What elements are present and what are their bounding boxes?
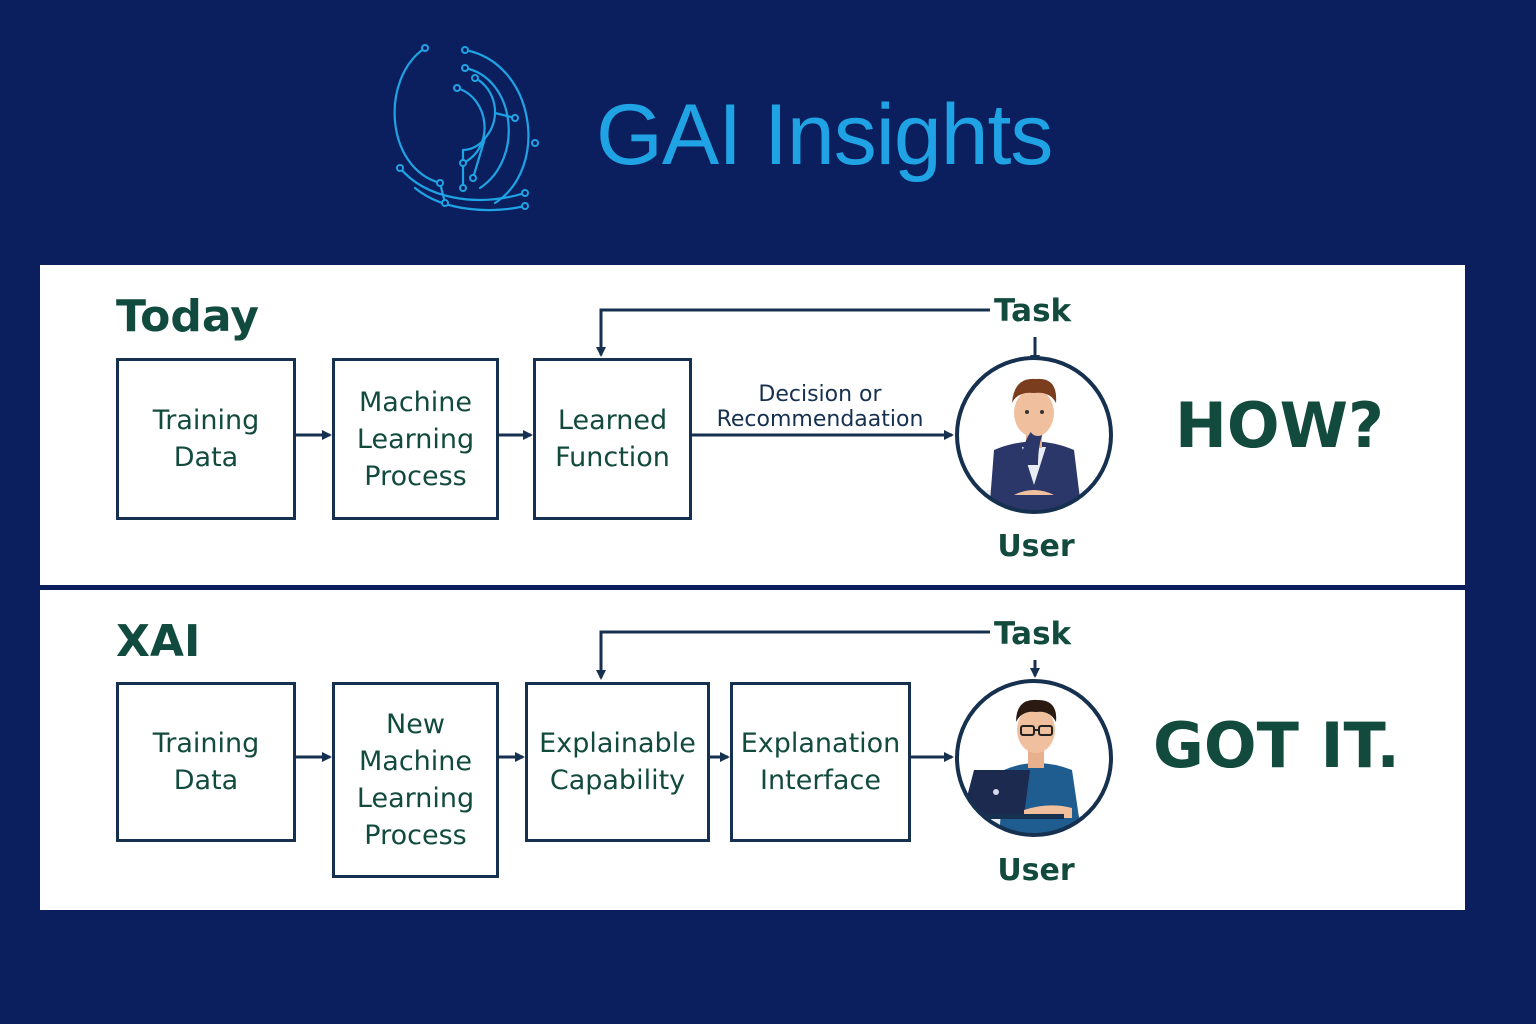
user-label-today: User xyxy=(997,529,1075,564)
panel-title-today: Today xyxy=(116,291,259,342)
user-label-xai: User xyxy=(997,853,1075,888)
verdict-xai: GOT IT. xyxy=(1153,709,1400,782)
box-learned-function: Learned Function xyxy=(533,358,692,520)
brand-header: GAI Insights xyxy=(0,0,1536,240)
box-machine-learning-process: Machine Learning Process xyxy=(332,358,499,520)
task-label-xai: Task xyxy=(994,616,1072,652)
today-connectors xyxy=(296,308,1040,440)
task-label-today: Task xyxy=(994,293,1072,329)
box-training-data: Training Data xyxy=(116,358,296,520)
verdict-today: HOW? xyxy=(1175,389,1384,462)
box-training-data: Training Data xyxy=(116,682,296,842)
box-explainable-capability: Explainable Capability xyxy=(525,682,710,842)
box-explanation-interface: Explanation Interface xyxy=(730,682,911,842)
man-with-laptop-icon xyxy=(955,679,1113,837)
xai-connectors xyxy=(296,630,1040,762)
circuit-arcs-logo-icon xyxy=(393,44,539,212)
decision-label: Decision or Recommendaation xyxy=(716,382,924,432)
panel-title-xai: XAI xyxy=(116,616,201,667)
thinking-man-icon xyxy=(955,356,1113,514)
box-new-machine-learning-process: New Machine Learning Process xyxy=(332,682,499,878)
xai-panel: XAI Training Data New Machine Learning P… xyxy=(40,590,1465,910)
today-panel: Today Training Data Machine Learning Pro… xyxy=(40,265,1465,585)
brand-name: GAI Insights xyxy=(596,87,1053,183)
